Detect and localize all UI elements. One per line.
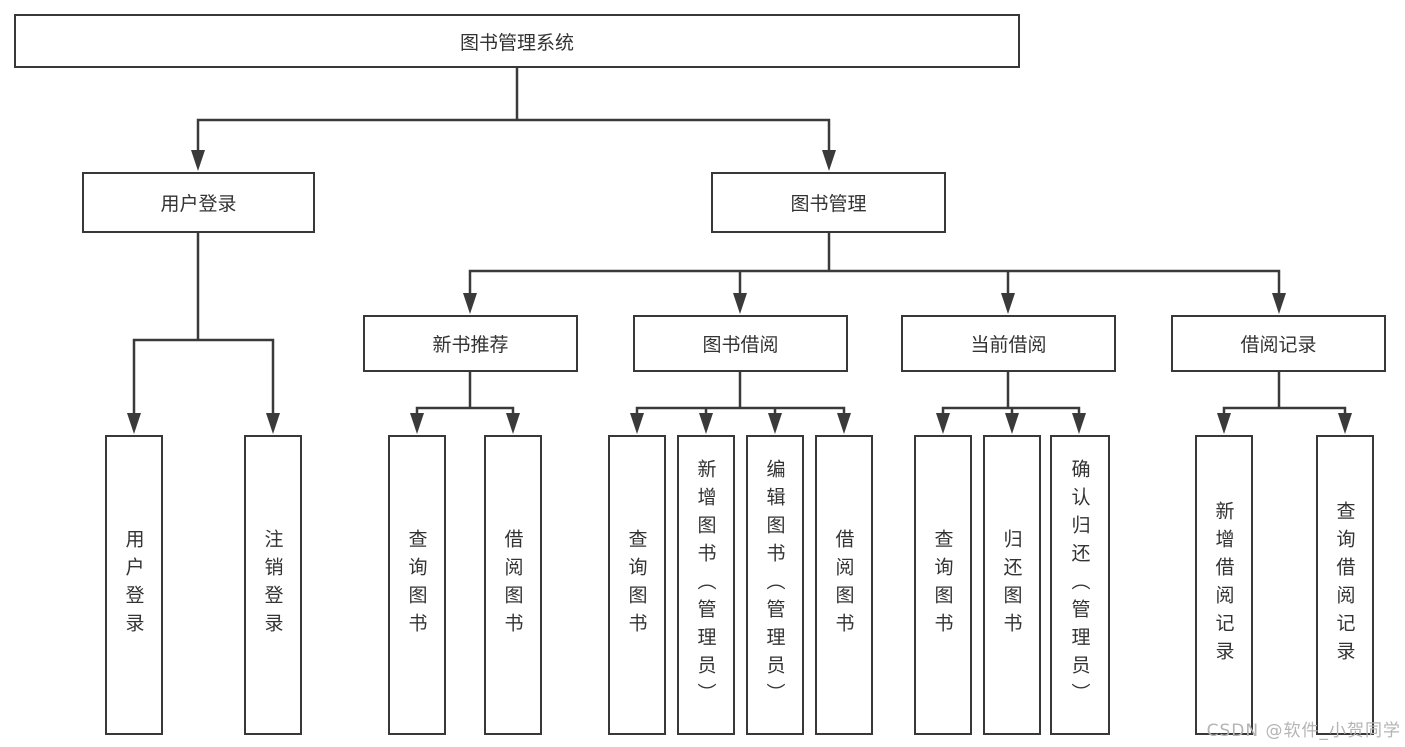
node-current-borrow: 当前借阅: [901, 315, 1116, 372]
node-leaf-borrow-books-recommend-label: 借阅图书: [501, 529, 524, 641]
node-leaf-add-book-admin: 新增图书（管理员）: [677, 435, 735, 735]
node-root: 图书管理系统: [14, 14, 1020, 68]
node-leaf-borrow-books: 借阅图书: [815, 435, 873, 735]
node-leaf-query-books-borrow: 查询图书: [608, 435, 666, 735]
node-leaf-logout-label: 注销登录: [261, 529, 284, 641]
node-leaf-query-borrow-record: 查询借阅记录: [1316, 435, 1374, 735]
node-leaf-borrow-books-label: 借阅图书: [832, 529, 855, 641]
node-leaf-user-login: 用户登录: [105, 435, 163, 735]
node-new-book-recommend: 新书推荐: [363, 315, 578, 372]
node-leaf-query-books-current-label: 查询图书: [931, 529, 954, 641]
node-root-label: 图书管理系统: [459, 31, 574, 54]
node-leaf-query-books-current: 查询图书: [914, 435, 972, 735]
node-leaf-borrow-books-recommend: 借阅图书: [484, 435, 542, 735]
node-user-login: 用户登录: [82, 172, 315, 233]
node-borrow-records-label: 借阅记录: [1240, 334, 1317, 356]
node-leaf-add-book-admin-label: 新增图书（管理员）: [694, 459, 717, 711]
node-leaf-add-borrow-record-label: 新增借阅记录: [1212, 501, 1235, 669]
node-book-borrow-label: 图书借阅: [702, 334, 779, 356]
node-user-login-label: 用户登录: [160, 193, 237, 215]
node-borrow-records: 借阅记录: [1171, 315, 1386, 372]
node-book-management-label: 图书管理: [790, 193, 867, 215]
node-leaf-return-books: 归还图书: [983, 435, 1041, 735]
node-leaf-logout: 注销登录: [244, 435, 302, 735]
node-leaf-query-books-recommend-label: 查询图书: [405, 529, 428, 641]
node-leaf-query-books-recommend: 查询图书: [388, 435, 446, 735]
node-book-borrow: 图书借阅: [633, 315, 848, 372]
node-leaf-confirm-return-admin-label: 确认归还（管理员）: [1068, 459, 1091, 711]
node-leaf-return-books-label: 归还图书: [1000, 529, 1023, 641]
node-leaf-confirm-return-admin: 确认归还（管理员）: [1050, 435, 1110, 735]
node-book-management: 图书管理: [711, 172, 946, 233]
node-leaf-edit-book-admin: 编辑图书（管理员）: [746, 435, 804, 735]
node-leaf-query-books-borrow-label: 查询图书: [625, 529, 648, 641]
node-leaf-user-login-label: 用户登录: [122, 529, 145, 641]
node-leaf-query-borrow-record-label: 查询借阅记录: [1333, 501, 1356, 669]
node-new-book-recommend-label: 新书推荐: [432, 334, 509, 356]
node-leaf-add-borrow-record: 新增借阅记录: [1195, 435, 1253, 735]
node-leaf-edit-book-admin-label: 编辑图书（管理员）: [763, 459, 786, 711]
csdn-watermark: CSDN @软件_小贺同学: [1206, 721, 1401, 741]
node-current-borrow-label: 当前借阅: [970, 334, 1047, 356]
